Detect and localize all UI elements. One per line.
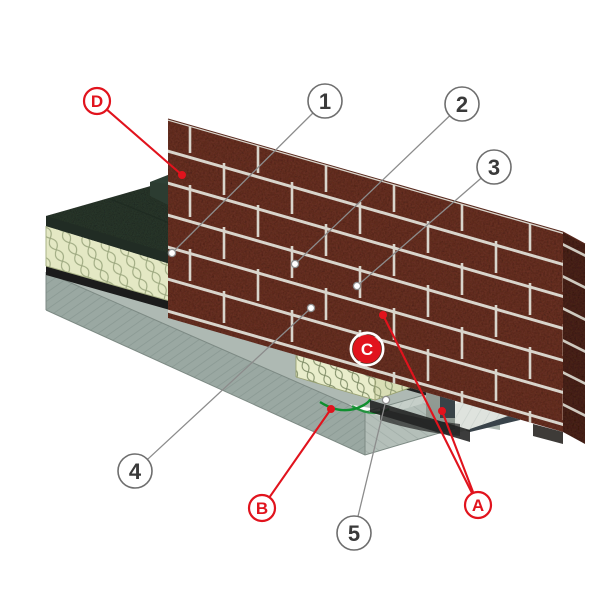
callout-C-circle [352, 334, 382, 364]
leader-line-A [381, 313, 474, 495]
leader-endpoint-4 [306, 303, 316, 313]
callout-1[interactable]: 1 [307, 83, 343, 119]
callout-A[interactable]: A [463, 490, 493, 520]
leader-line-B [268, 407, 333, 499]
leader-endpoint-A [438, 407, 447, 416]
callout-D-label: D [91, 92, 103, 111]
brick-wall [167, 118, 586, 444]
callout-1-label: 1 [319, 89, 331, 114]
leader-line-A [440, 409, 475, 494]
callout-2[interactable]: 2 [444, 86, 480, 122]
leader-endpoint-A [379, 311, 388, 320]
leader-endpoint-D [178, 171, 187, 180]
callout-5-circle [336, 515, 372, 551]
leader-endpoint-1 [167, 248, 177, 258]
callout-B-circle [247, 493, 277, 523]
callout-3[interactable]: 3 [476, 149, 512, 185]
callout-3-circle [476, 149, 512, 185]
callout-5[interactable]: 5 [336, 515, 372, 551]
callout-A-label: A [472, 496, 484, 515]
leader-endpoint-B [327, 405, 336, 414]
leader-endpoint-2 [290, 259, 300, 269]
callout-4-circle [117, 453, 153, 489]
callout-3-label: 3 [488, 155, 500, 180]
callout-markers: 1 2 3 4 5 A B C D [82, 83, 512, 551]
callout-C[interactable]: C [349, 331, 385, 367]
leader-endpoint-5 [381, 395, 391, 405]
callout-1-circle [307, 83, 343, 119]
leader-line-4 [146, 307, 312, 461]
callout-2-circle [444, 86, 480, 122]
callout-D[interactable]: D [82, 86, 112, 116]
callout-C-label: C [361, 340, 373, 359]
callout-D-circle [82, 86, 112, 116]
leader-line-3 [356, 177, 482, 287]
leader-line-5 [357, 399, 387, 518]
leader-line-D [105, 108, 184, 177]
leader-endpoint-3 [352, 281, 362, 291]
callout-5-label: 5 [348, 521, 360, 546]
callout-A-circle [463, 490, 493, 520]
callout-C-halo [349, 331, 385, 367]
leader-line-1 [171, 112, 314, 254]
callout-4-label: 4 [129, 459, 142, 484]
callout-2-label: 2 [456, 92, 468, 117]
callout-B-label: B [256, 499, 268, 518]
leader-line-2 [294, 115, 451, 265]
callout-B[interactable]: B [247, 493, 277, 523]
callout-4[interactable]: 4 [117, 453, 153, 489]
callout-leader-lines [105, 108, 482, 518]
